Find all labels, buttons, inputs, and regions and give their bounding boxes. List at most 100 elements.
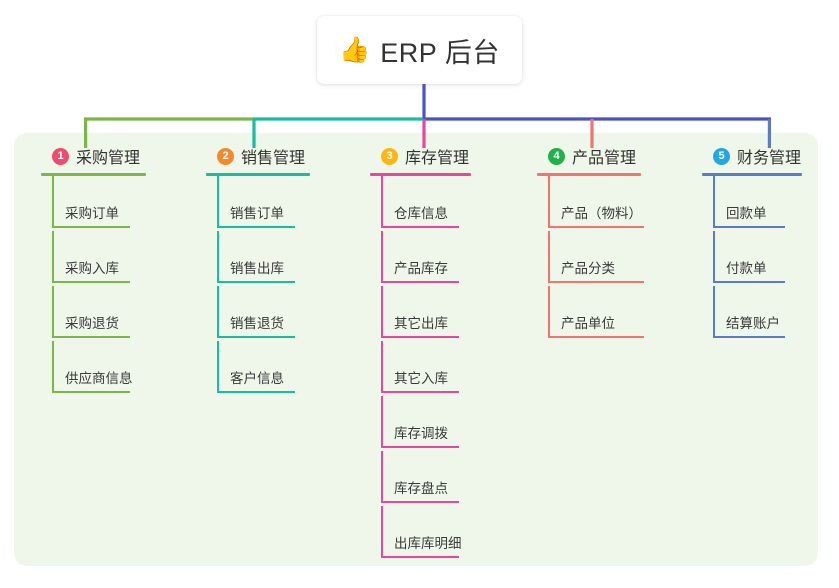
branch-badge-5: 5	[713, 147, 730, 165]
branch-column-4: 4 产品管理产品（物料） 产品分类产品单位	[537, 145, 644, 341]
leaf-node[interactable]: 供应商信息	[41, 341, 146, 396]
leaf-node[interactable]: 付款单	[702, 231, 802, 286]
leaf-label: 销售出库	[230, 261, 284, 276]
leaf-underline	[217, 391, 295, 393]
leaf-node[interactable]: 采购退货	[41, 286, 146, 341]
leaf-label: 供应商信息	[65, 371, 133, 386]
leaf-underline	[713, 226, 785, 228]
leaf-underline	[381, 226, 459, 228]
leaf-node[interactable]: 产品分类	[537, 231, 644, 286]
leaf-label: 采购订单	[65, 206, 119, 221]
leaf-underline	[52, 391, 130, 393]
leaf-label: 出库库明细	[394, 536, 462, 551]
branch-items-2: 销售订单销售出库销售退货客户信息	[206, 176, 310, 396]
leaf-node[interactable]: 采购订单	[41, 176, 146, 231]
branch-underline-3	[370, 173, 471, 176]
leaf-underline	[548, 336, 644, 338]
leaf-underline	[548, 281, 644, 283]
leaf-node[interactable]: 回款单	[702, 176, 802, 231]
leaf-label: 回款单	[726, 206, 767, 221]
leaf-label: 销售订单	[230, 206, 284, 221]
leaf-label: 产品分类	[561, 261, 615, 276]
leaf-stem-line	[381, 286, 383, 338]
leaf-node[interactable]: 出库库明细	[370, 506, 471, 561]
leaf-label: 产品单位	[561, 316, 615, 331]
leaf-label: 结算账户	[726, 316, 780, 331]
leaf-label: 采购入库	[65, 261, 119, 276]
branch-title-3: 库存管理	[405, 150, 470, 167]
leaf-stem-line	[548, 176, 550, 228]
leaf-node[interactable]: 库存盘点	[370, 451, 471, 506]
leaf-label: 产品（物料）	[561, 206, 642, 221]
branch-header-3[interactable]: 3 库存管理	[370, 145, 471, 167]
branch-header-1[interactable]: 1 采购管理	[41, 145, 146, 167]
leaf-label: 库存盘点	[394, 481, 448, 496]
branch-badge-1: 1	[52, 147, 69, 165]
thumbs-up-icon: 👍	[339, 35, 371, 64]
leaf-stem-line	[548, 286, 550, 338]
leaf-node[interactable]: 其它入库	[370, 341, 471, 396]
leaf-underline	[713, 281, 785, 283]
branch-header-5[interactable]: 5 财务管理	[702, 145, 802, 167]
branch-column-1: 1 采购管理采购订单采购入库采购退货供应商信息	[41, 145, 146, 396]
leaf-label: 客户信息	[230, 371, 284, 386]
branch-title-1: 采购管理	[76, 150, 141, 167]
leaf-underline	[217, 281, 295, 283]
leaf-node[interactable]: 销售出库	[206, 231, 310, 286]
branch-items-5: 回款单付款单结算账户	[702, 176, 802, 341]
branch-title-4: 产品管理	[572, 150, 637, 167]
leaf-node[interactable]: 客户信息	[206, 341, 310, 396]
leaf-label: 产品库存	[394, 261, 448, 276]
leaf-stem-line	[217, 286, 219, 338]
branch-header-4[interactable]: 4 产品管理	[537, 145, 641, 167]
leaf-stem-line	[381, 506, 383, 558]
leaf-stem-line	[381, 176, 383, 228]
root-node[interactable]: 👍 ERP 后台	[317, 16, 522, 84]
branches-panel	[14, 133, 818, 566]
leaf-node[interactable]: 销售订单	[206, 176, 310, 231]
leaf-stem-line	[217, 341, 219, 393]
branch-items-3: 仓库信息产品库存其它出库其它入库库存调拨库存盘点出库库明细	[370, 176, 471, 561]
leaf-node[interactable]: 采购入库	[41, 231, 146, 286]
branch-badge-4: 4	[548, 147, 565, 165]
leaf-stem-line	[217, 176, 219, 228]
leaf-underline	[381, 336, 459, 338]
leaf-node[interactable]: 产品单位	[537, 286, 644, 341]
leaf-label: 采购退货	[65, 316, 119, 331]
branch-items-1: 采购订单采购入库采购退货供应商信息	[41, 176, 146, 396]
leaf-node[interactable]: 结算账户	[702, 286, 802, 341]
leaf-underline	[381, 501, 459, 503]
leaf-label: 付款单	[726, 261, 767, 276]
leaf-stem-line	[713, 231, 715, 283]
leaf-node[interactable]: 其它出库	[370, 286, 471, 341]
leaf-node[interactable]: 库存调拨	[370, 396, 471, 451]
leaf-underline	[381, 556, 459, 558]
leaf-stem-line	[52, 286, 54, 338]
branch-underline-5	[702, 173, 802, 176]
leaf-stem-line	[217, 231, 219, 283]
leaf-underline	[381, 391, 459, 393]
branch-title-5: 财务管理	[737, 150, 802, 167]
leaf-underline	[52, 226, 130, 228]
leaf-stem-line	[52, 231, 54, 283]
leaf-node[interactable]: 产品库存	[370, 231, 471, 286]
leaf-underline	[217, 226, 295, 228]
branch-underline-1	[41, 173, 146, 176]
leaf-node[interactable]: 仓库信息	[370, 176, 471, 231]
leaf-underline	[52, 336, 130, 338]
leaf-underline	[217, 336, 295, 338]
leaf-underline	[548, 226, 644, 228]
leaf-label: 其它出库	[394, 316, 448, 331]
branch-column-3: 3 库存管理仓库信息产品库存其它出库其它入库库存调拨库存盘点出库库明细	[370, 145, 471, 561]
branch-badge-2: 2	[217, 147, 234, 165]
leaf-node[interactable]: 销售退货	[206, 286, 310, 341]
leaf-stem-line	[713, 286, 715, 338]
branch-column-5: 5 财务管理回款单付款单结算账户	[702, 145, 802, 341]
branch-underline-2	[206, 173, 310, 176]
root-title: ERP 后台	[380, 37, 500, 68]
branch-badge-3: 3	[381, 147, 398, 165]
leaf-node[interactable]: 产品（物料）	[537, 176, 644, 231]
